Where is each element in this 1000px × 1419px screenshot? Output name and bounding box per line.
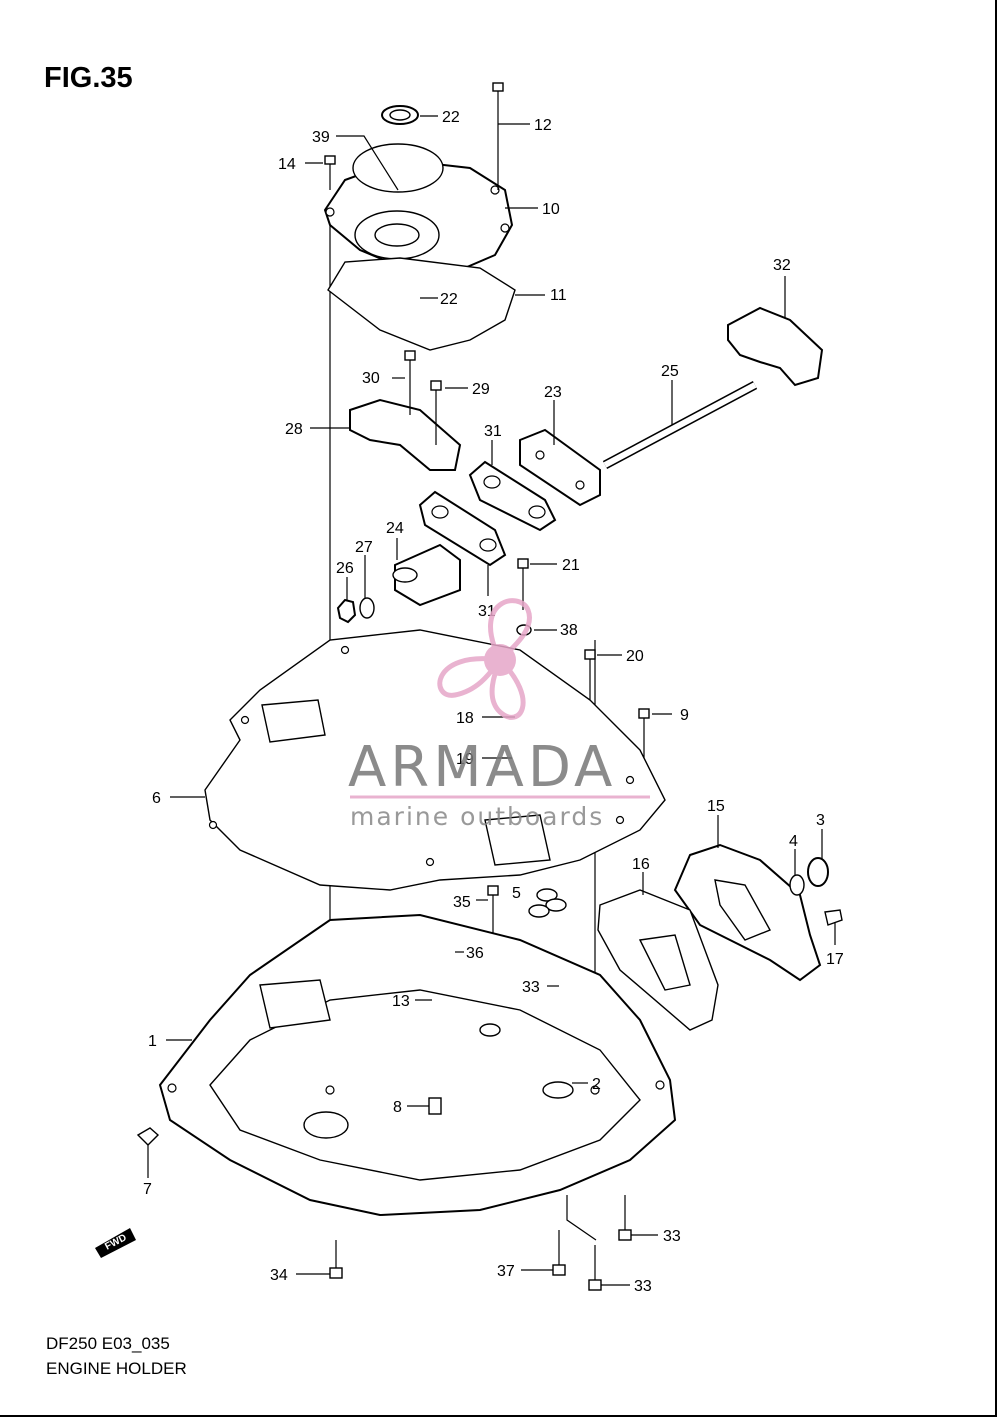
callout-12: 12	[534, 117, 552, 134]
callout-5: 5	[512, 885, 521, 902]
callout-28: 28	[285, 421, 303, 438]
bolt-part-9	[638, 708, 650, 760]
armada-watermark: ARMADA marine outboards	[348, 598, 650, 831]
callout-30: 30	[362, 370, 380, 387]
cover-gasket-part	[327, 257, 516, 351]
callout-33: 33	[522, 979, 540, 996]
callout-2: 2	[592, 1076, 601, 1093]
callout-24: 24	[386, 520, 404, 537]
callout-6: 6	[152, 790, 161, 807]
callout-22: 22	[442, 109, 460, 126]
callout-38: 38	[560, 622, 578, 639]
callout-33b: 33	[663, 1228, 681, 1245]
water-cover-gasket-part	[597, 889, 719, 1031]
callout-21: 21	[562, 557, 580, 574]
callout-15: 15	[707, 798, 725, 815]
callout-19: 19	[456, 751, 474, 768]
callout-35: 35	[453, 894, 471, 911]
mount-rubber-part	[392, 543, 461, 607]
fwd-arrow-icon: FWD	[95, 1228, 136, 1258]
bolt-part-33-right	[618, 1195, 632, 1241]
watermark-brand: ARMADA	[348, 735, 616, 800]
callout-4: 4	[789, 833, 798, 850]
bolt-part-37	[552, 1230, 566, 1276]
figure-title: FIG.35	[44, 62, 133, 94]
bolt-part-33-bottom	[588, 1245, 602, 1291]
callout-9: 9	[680, 707, 689, 724]
callout-20: 20	[626, 648, 644, 665]
washer-part	[359, 597, 375, 619]
plate-part	[519, 428, 601, 507]
callout-27: 27	[355, 539, 373, 556]
callout-29: 29	[472, 381, 490, 398]
callout-13: 13	[392, 993, 410, 1010]
plug-part	[807, 857, 829, 887]
callout-25: 25	[661, 363, 679, 380]
propeller-logo-icon	[437, 598, 532, 720]
callout-16: 16	[632, 856, 650, 873]
callout-34: 34	[270, 1267, 288, 1284]
mount-bracket-part	[349, 398, 462, 471]
engine-holder-part	[158, 913, 677, 1217]
nut-part	[336, 598, 357, 624]
callout-23: 23	[544, 384, 562, 401]
callout-8: 8	[393, 1099, 402, 1116]
o-ring-part	[352, 143, 444, 193]
callout-37: 37	[497, 1263, 515, 1280]
bolt-part-29	[430, 380, 442, 445]
callout-labels: 22 12 39 14 10 32 22 11 25 30 29 23 28 3…	[143, 109, 844, 1295]
plug-o-ring-part	[789, 874, 805, 896]
callout-39: 39	[312, 129, 330, 146]
callout-18: 18	[456, 710, 474, 727]
clamp-part	[727, 306, 824, 387]
holder-gasket-part	[204, 629, 666, 891]
long-bolt-part	[492, 82, 504, 190]
bolt-part-20	[584, 649, 596, 700]
shaft-part	[602, 381, 758, 469]
callout-7: 7	[143, 1181, 152, 1198]
callout-11: 11	[550, 287, 567, 304]
bolt-part-17	[824, 909, 843, 926]
o-ring-set-part	[528, 888, 567, 918]
callout-22b: 22	[440, 291, 458, 308]
callout-26: 26	[336, 560, 354, 577]
callout-32: 32	[773, 257, 791, 274]
model-code: DF250 E03_035	[46, 1334, 170, 1353]
bolt-part-34	[329, 1240, 343, 1279]
callout-1: 1	[148, 1033, 157, 1050]
bolt-part-14	[324, 155, 336, 190]
leader-lines	[147, 115, 836, 1286]
callout-14: 14	[278, 156, 296, 173]
water-cover-part	[673, 843, 822, 982]
callout-17: 17	[826, 951, 844, 968]
link-plate-part-lower	[418, 490, 507, 567]
bolt-part-30	[404, 350, 416, 415]
callout-33c: 33	[634, 1278, 652, 1295]
section-name: ENGINE HOLDER	[46, 1359, 187, 1378]
drain-plug-part	[136, 1127, 160, 1146]
callout-31: 31	[484, 423, 502, 440]
link-plate-part-upper	[468, 460, 557, 532]
callout-36: 36	[466, 945, 484, 962]
watermark-tagline: marine outboards	[350, 802, 604, 831]
callout-10: 10	[542, 201, 560, 218]
oil-seal-part	[381, 105, 419, 125]
callout-3: 3	[816, 812, 825, 829]
